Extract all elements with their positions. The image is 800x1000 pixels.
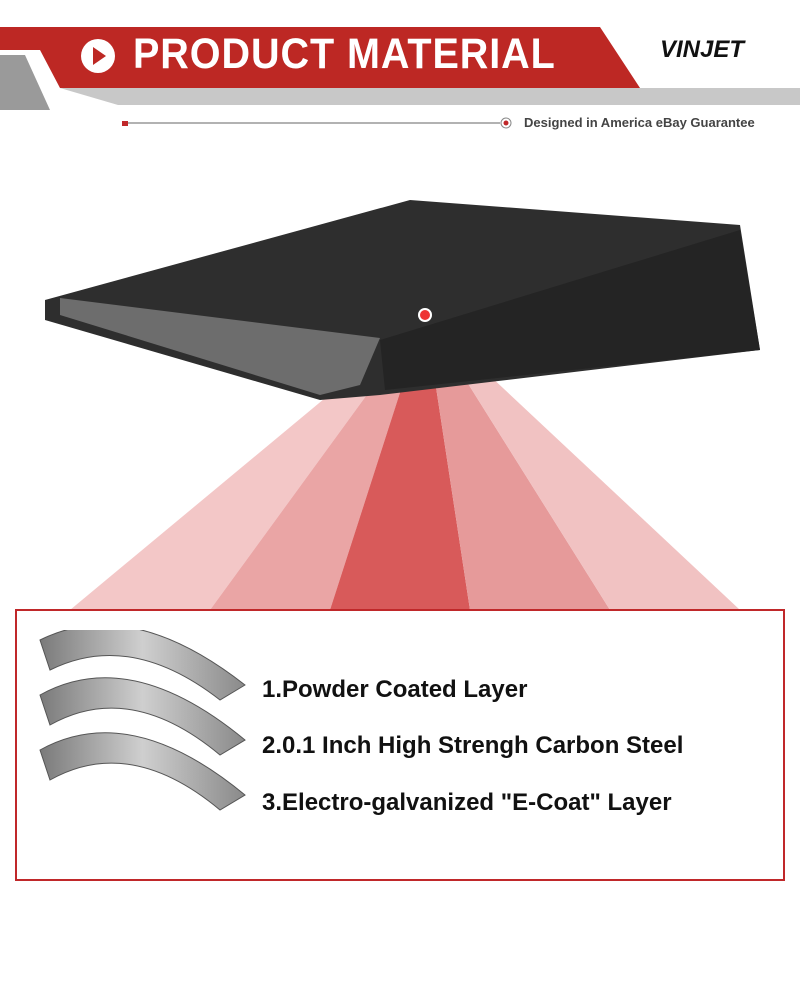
roof-rack <box>45 200 760 400</box>
tagline: Designed in America eBay Guarantee <box>524 115 755 130</box>
page-title: PRODUCT MATERIAL <box>133 30 556 78</box>
steel-layers-icon <box>39 630 246 811</box>
feature-2: 2.0.1 Inch High Strengh Carbon Steel <box>262 732 684 759</box>
product-illustration <box>45 200 760 610</box>
header-banner <box>0 27 800 129</box>
feature-1: 1.Powder Coated Layer <box>262 676 528 703</box>
feature-3: 3.Electro-galvanized "E-Coat" Layer <box>262 789 672 816</box>
brand-logo: VINJET <box>660 36 745 63</box>
